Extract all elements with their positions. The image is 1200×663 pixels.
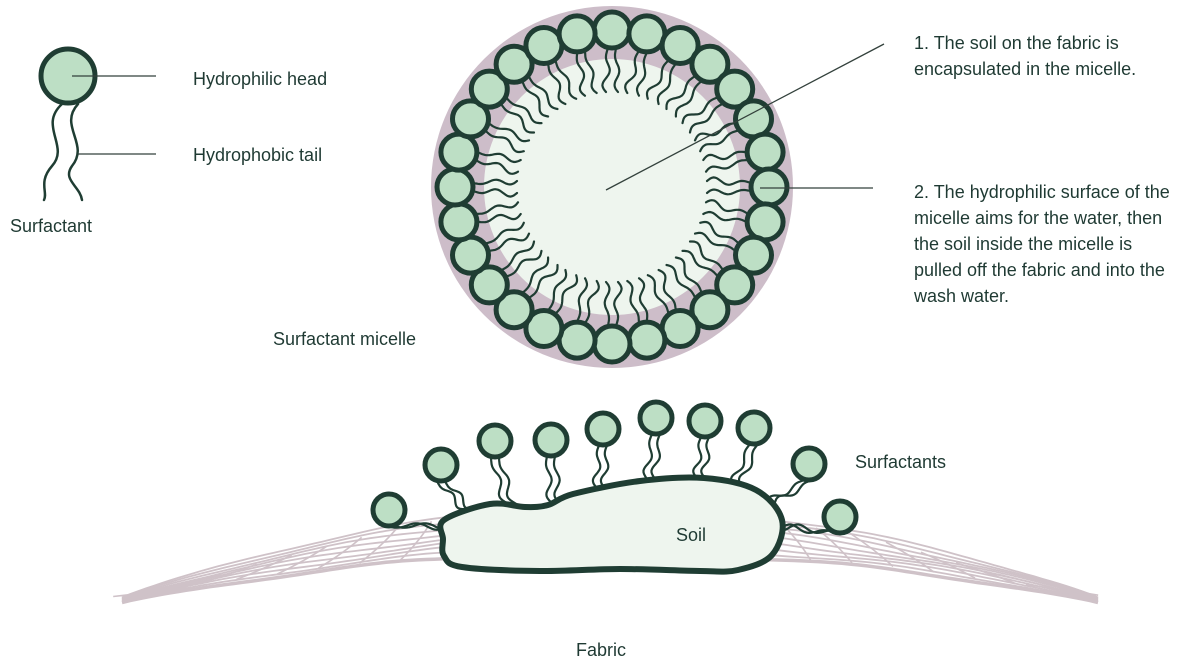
surfactant-tail bbox=[773, 480, 813, 507]
micelle-head bbox=[662, 311, 698, 347]
micelle-head bbox=[751, 169, 787, 205]
micelle-head bbox=[594, 12, 630, 48]
single-surfactant bbox=[41, 49, 95, 200]
surfactant-head bbox=[425, 449, 457, 481]
micelle-head bbox=[629, 322, 665, 358]
soil-blob bbox=[440, 477, 782, 571]
surfactant-head bbox=[824, 501, 856, 533]
surfactant-micelle-label: Surfactant micelle bbox=[273, 326, 416, 352]
surfactant-tail bbox=[69, 104, 82, 200]
hydrophobic-tail-label: Hydrophobic tail bbox=[193, 142, 322, 168]
micelle-head bbox=[453, 237, 489, 273]
surfactant-tail bbox=[644, 434, 653, 481]
hydrophilic-head-label: Hydrophilic head bbox=[193, 66, 327, 92]
note-hydrophilic-surface: 2. The hydrophilic surface of the micell… bbox=[914, 179, 1184, 309]
soil-label: Soil bbox=[676, 522, 706, 548]
surfactant-tail bbox=[445, 481, 476, 509]
micelle-head bbox=[559, 16, 595, 52]
surfactant-tail bbox=[546, 456, 554, 505]
surfactant-label: Surfactant bbox=[10, 213, 92, 239]
micelle-head bbox=[747, 204, 783, 240]
surfactant-head bbox=[738, 412, 770, 444]
surfactant-head bbox=[587, 413, 619, 445]
surfactant-head bbox=[535, 424, 567, 456]
micelle-head bbox=[594, 326, 630, 362]
surfactant-tail bbox=[693, 437, 701, 480]
surfactant-tail bbox=[701, 437, 709, 480]
micelle-head bbox=[629, 16, 665, 52]
surfactants-label: Surfactants bbox=[855, 449, 946, 475]
fabric-label: Fabric bbox=[576, 637, 626, 663]
micelle-head bbox=[441, 134, 477, 170]
surfactant-head bbox=[640, 402, 672, 434]
micelle-head bbox=[437, 169, 473, 205]
micelle-head bbox=[526, 28, 562, 64]
surfactant-tail bbox=[44, 104, 62, 200]
micelle-head bbox=[441, 204, 477, 240]
note-encapsulation: 1. The soil on the fabric is encapsulate… bbox=[914, 30, 1194, 82]
surfactant-head bbox=[373, 494, 405, 526]
surfactant-head bbox=[479, 425, 511, 457]
micelle-head bbox=[747, 134, 783, 170]
surfactant-head bbox=[793, 448, 825, 480]
micelle-head bbox=[559, 322, 595, 358]
soil-with-surfactants bbox=[373, 402, 856, 572]
surfactant-head bbox=[689, 405, 721, 437]
surfactant-tail bbox=[593, 445, 600, 490]
